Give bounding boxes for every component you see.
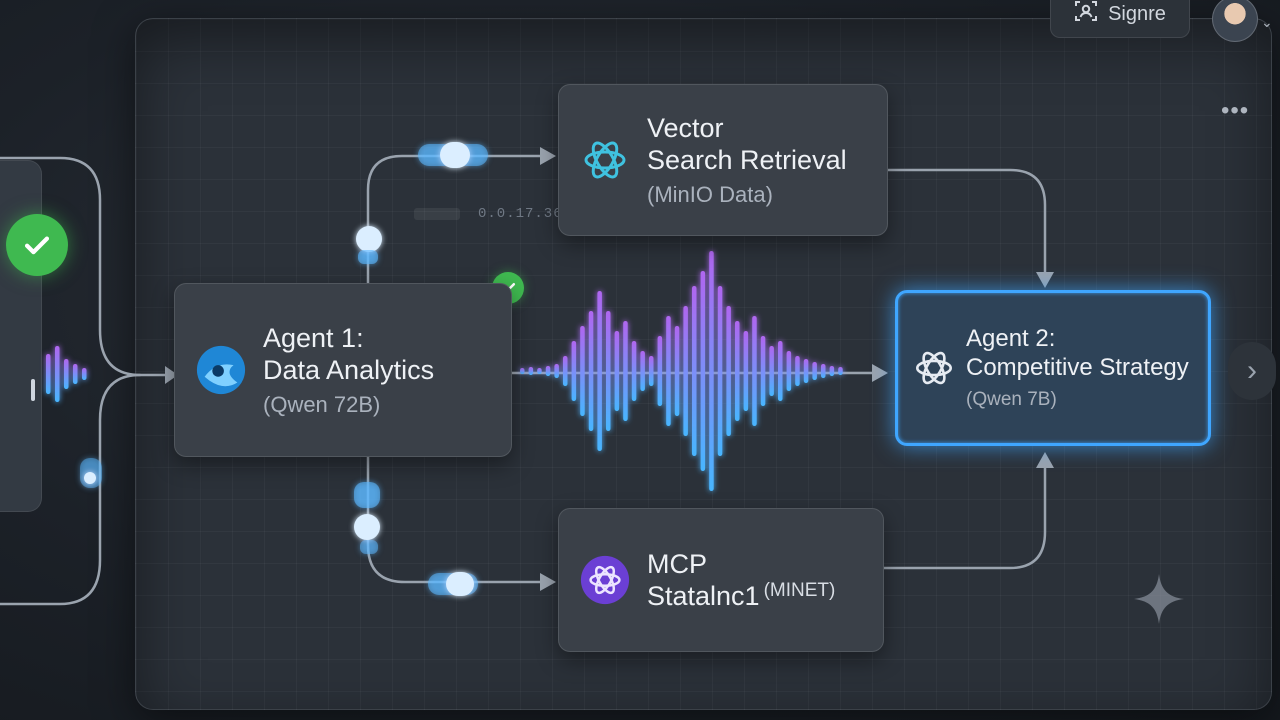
avatar[interactable] bbox=[1212, 0, 1258, 42]
node-vector-search[interactable]: Vector Search Retrieval (MinIO Data) bbox=[558, 84, 888, 236]
more-horizontal-icon[interactable]: ••• bbox=[1221, 97, 1250, 124]
node-agent2-subtitle: (Qwen 7B) bbox=[966, 388, 1057, 410]
waveform-bar bbox=[82, 368, 87, 380]
openai-knot-icon bbox=[912, 342, 956, 394]
node-agent2-title-line1: Agent 2: bbox=[966, 325, 1056, 353]
sign-button-label: Signre bbox=[1108, 2, 1166, 25]
waveform-bar bbox=[64, 359, 69, 389]
waveform-bar bbox=[46, 354, 51, 394]
chevron-down-icon[interactable]: ⌄ bbox=[1261, 14, 1273, 30]
source-node[interactable] bbox=[0, 160, 42, 512]
node-agent1-subtitle: (Qwen 72B) bbox=[263, 392, 381, 418]
openai-knot-icon bbox=[579, 554, 631, 606]
sparkle-icon bbox=[1132, 572, 1186, 631]
openai-knot-icon bbox=[579, 134, 631, 186]
source-status-check-icon bbox=[6, 214, 68, 276]
node-agent1-title-line1: Agent 1: bbox=[263, 322, 364, 353]
node-mcp-title-line2: Statalnc1 bbox=[647, 581, 760, 611]
waveform-bar bbox=[55, 346, 60, 402]
node-vector-title-line2: Search Retrieval bbox=[647, 145, 847, 175]
next-chevron-right-icon[interactable]: › bbox=[1228, 342, 1276, 400]
user-scan-icon bbox=[1074, 0, 1098, 28]
source-node-label-fragment bbox=[31, 379, 35, 401]
waveform-bar bbox=[73, 364, 78, 384]
node-agent1-data-analytics[interactable]: Agent 1: Data Analytics (Qwen 72B) bbox=[174, 283, 512, 457]
node-vector-subtitle: (MinIO Data) bbox=[647, 182, 773, 208]
node-mcp-superscript: (MINET) bbox=[763, 580, 836, 601]
node-mcp-title-line1: MCP bbox=[647, 548, 707, 579]
node-agent1-title-line2: Data Analytics bbox=[263, 355, 435, 385]
node-vector-title-line1: Vector bbox=[647, 112, 724, 143]
edge-label: 0.0.17.36 bbox=[478, 206, 563, 222]
node-agent2-title-line2: Competitive Strategy bbox=[966, 354, 1189, 381]
node-mcp[interactable]: MCP Statalnc1(MINET) bbox=[558, 508, 884, 652]
agent1-logo-icon bbox=[195, 344, 247, 396]
node-agent2-competitive-strategy[interactable]: Agent 2: Competitive Strategy (Qwen 7B) bbox=[895, 290, 1211, 446]
edge-label-bar bbox=[414, 208, 460, 220]
sign-button[interactable]: Signre bbox=[1050, 0, 1190, 38]
node-mcp-title-line2-wrap: Statalnc1(MINET) bbox=[647, 580, 835, 612]
